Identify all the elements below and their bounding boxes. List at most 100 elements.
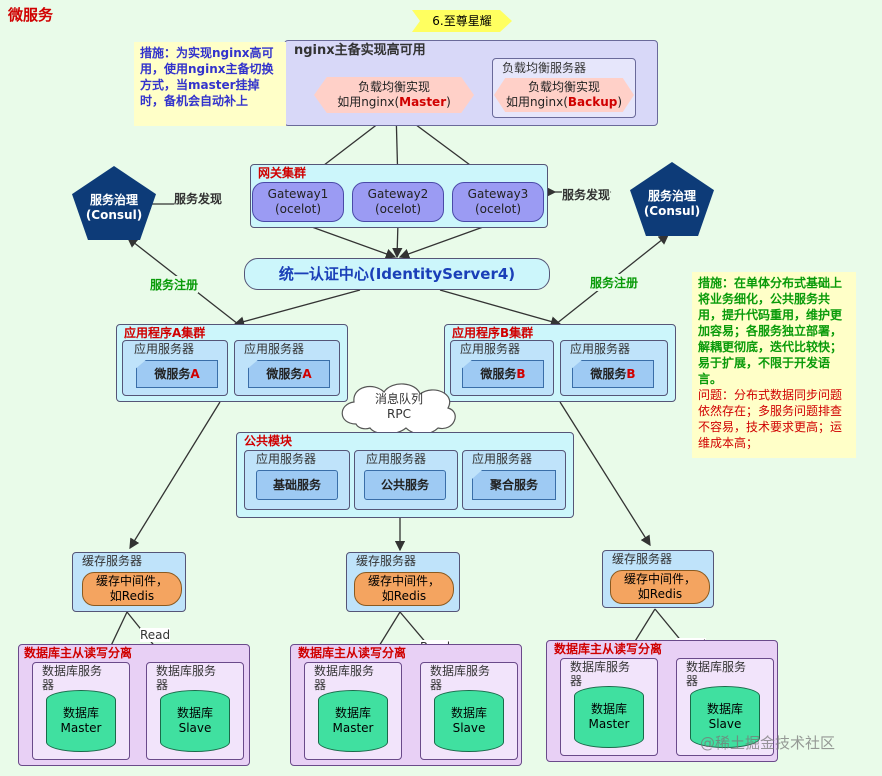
cache-3-line1: 缓存中间件， — [623, 572, 696, 586]
common-server-3-label: 应用服务器 — [472, 452, 533, 466]
cluster-a-server-1-label: 应用服务器 — [134, 342, 195, 356]
consul-left-line2: (Consul) — [85, 208, 143, 222]
message-queue-line2: RPC — [387, 407, 411, 421]
service-register-left-label: 服务注册 — [150, 276, 199, 293]
service-discovery-left-label: 服务发现 — [174, 190, 223, 207]
cache-3-redis: 缓存中间件，如Redis — [610, 570, 710, 604]
db-2-slave-server-label2: 器 — [430, 678, 443, 692]
cluster-b-service-2-prefix: 微服务 — [590, 366, 627, 381]
service-discovery-right-label: 服务发现 — [562, 186, 611, 203]
wire-b-cache3 — [559, 401, 651, 547]
page-title: 微服务 — [8, 6, 54, 24]
right-note-measure: 措施：在单体分布式基础上将业务细化，公共服务共用，提升代码重用，维护更加容易；各… — [698, 276, 843, 386]
cluster-a-server-2-label: 应用服务器 — [244, 342, 305, 356]
db-2-master-db-label: 数据库 — [334, 706, 371, 720]
common-service-1: 基础服务 — [256, 470, 338, 500]
cache-1-redis: 缓存中间件，如Redis — [82, 572, 182, 606]
nginx-master-line2: 如用nginx( — [337, 95, 400, 109]
db-2-slave-db-label: 数据库 — [450, 706, 487, 720]
gateway-1-name: Gateway1 — [267, 187, 329, 201]
db-3-slave-name: Slave — [708, 717, 742, 731]
identity-server-label: 统一认证中心(IdentityServer4) — [278, 264, 516, 283]
cluster-b-server-1-label: 应用服务器 — [460, 342, 521, 356]
common-service-2: 公共服务 — [364, 470, 446, 500]
cluster-b-service-1-prefix: 微服务 — [480, 366, 517, 381]
db-group-3-title: 数据库主从读写分离 — [554, 642, 663, 656]
gateway-2-name: Gateway2 — [367, 187, 429, 201]
service-register-right-label: 服务注册 — [590, 274, 639, 291]
nginx-backup-node: 负载均衡实现 如用nginx(Backup) — [494, 78, 634, 112]
watermark: @稀土掘金技术社区 — [700, 734, 836, 752]
db-1-slave-db-label: 数据库 — [176, 706, 213, 720]
db-1-master-db-label: 数据库 — [62, 706, 99, 720]
message-queue-line1: 消息队列 — [374, 392, 423, 406]
consul-right-line2: (Consul) — [643, 204, 701, 218]
db-2-slave-name: Slave — [452, 721, 486, 735]
cache-2-redis: 缓存中间件，如Redis — [354, 572, 454, 606]
cache-server-3-label: 缓存服务器 — [612, 552, 673, 566]
db-1-master-server-label2: 器 — [42, 678, 55, 692]
db-2-slave-server-label: 数据库服务 — [430, 664, 491, 678]
common-server-2-label: 应用服务器 — [366, 452, 427, 466]
nginx-backup-close: ) — [617, 95, 623, 109]
consul-left-line1: 服务治理 — [89, 193, 138, 207]
cluster-b-title: 应用程序B集群 — [452, 326, 534, 340]
gateway-cluster-title: 网关集群 — [258, 166, 307, 180]
nginx-group-title: nginx主备实现高可用 — [294, 43, 426, 58]
db-3-slave-db-label: 数据库 — [706, 702, 743, 716]
db-1-master-server-label: 数据库服务 — [42, 664, 103, 678]
db-1-slave-server-label2: 器 — [156, 678, 169, 692]
nginx-master-name: Master — [399, 95, 447, 109]
cache-3-line2: 如Redis — [637, 587, 683, 601]
db-group-2-title: 数据库主从读写分离 — [298, 646, 407, 660]
db-3-slave-server-label: 数据库服务 — [686, 660, 747, 674]
nginx-master-line1: 负载均衡实现 — [357, 80, 430, 94]
cluster-b-service-1-suffix: B — [516, 366, 526, 381]
nginx-note: 措施：为实现nginx高可用，使用nginx主备切换方式，当master挂掉时，… — [134, 42, 286, 126]
cluster-a-service-2-prefix: 微服务 — [266, 366, 303, 381]
cluster-a-service-1-suffix: A — [190, 366, 200, 381]
db-group-1-title: 数据库主从读写分离 — [24, 646, 133, 660]
cache-server-1-label: 缓存服务器 — [82, 554, 143, 568]
db-3-slave-server-label2: 器 — [686, 674, 699, 688]
nginx-backup-group-title: 负载均衡服务器 — [502, 61, 587, 75]
db-1-slave-name: Slave — [178, 721, 212, 735]
gateway-2-sub: (ocelot) — [374, 202, 422, 216]
nginx-master-node: 负载均衡实现 如用nginx(Master) — [314, 77, 474, 113]
db-2-master-name: Master — [332, 721, 374, 735]
db-3-master-db-label: 数据库 — [590, 702, 627, 716]
read-label-1: Read — [140, 628, 171, 642]
common-service-3-label: 聚合服务 — [489, 477, 538, 492]
nginx-backup-line1: 负载均衡实现 — [527, 80, 600, 94]
cluster-b-server-2-label: 应用服务器 — [570, 342, 631, 356]
cluster-a-title: 应用程序A集群 — [124, 326, 206, 340]
common-module-title: 公共模块 — [244, 434, 293, 448]
gateway-1-sub: (ocelot) — [274, 202, 322, 216]
cluster-a-service-1-prefix: 微服务 — [154, 366, 191, 381]
cluster-a-service-2-suffix: A — [302, 366, 312, 381]
cache-server-2-label: 缓存服务器 — [356, 554, 417, 568]
common-service-1-label: 基础服务 — [272, 477, 321, 492]
db-3-master-server-label2: 器 — [570, 674, 583, 688]
db-1-slave-server-label: 数据库服务 — [156, 664, 217, 678]
db-2-master-server-label: 数据库服务 — [314, 664, 375, 678]
consul-right-line1: 服务治理 — [647, 189, 696, 203]
identity-server-node: 统一认证中心(IdentityServer4) — [244, 258, 550, 290]
consul-right-node: 服务治理(Consul) — [630, 162, 714, 236]
common-service-3: 聚合服务 — [472, 470, 556, 500]
cluster-b-service-2-suffix: B — [626, 366, 636, 381]
nginx-backup-name: Backup — [567, 95, 618, 109]
db-3-master-server-label: 数据库服务 — [570, 660, 631, 674]
gateway-3-name: Gateway3 — [467, 187, 529, 201]
right-note: 措施：在单体分布式基础上将业务细化，公共服务共用，提升代码重用，维护更加容易；各… — [692, 272, 856, 458]
